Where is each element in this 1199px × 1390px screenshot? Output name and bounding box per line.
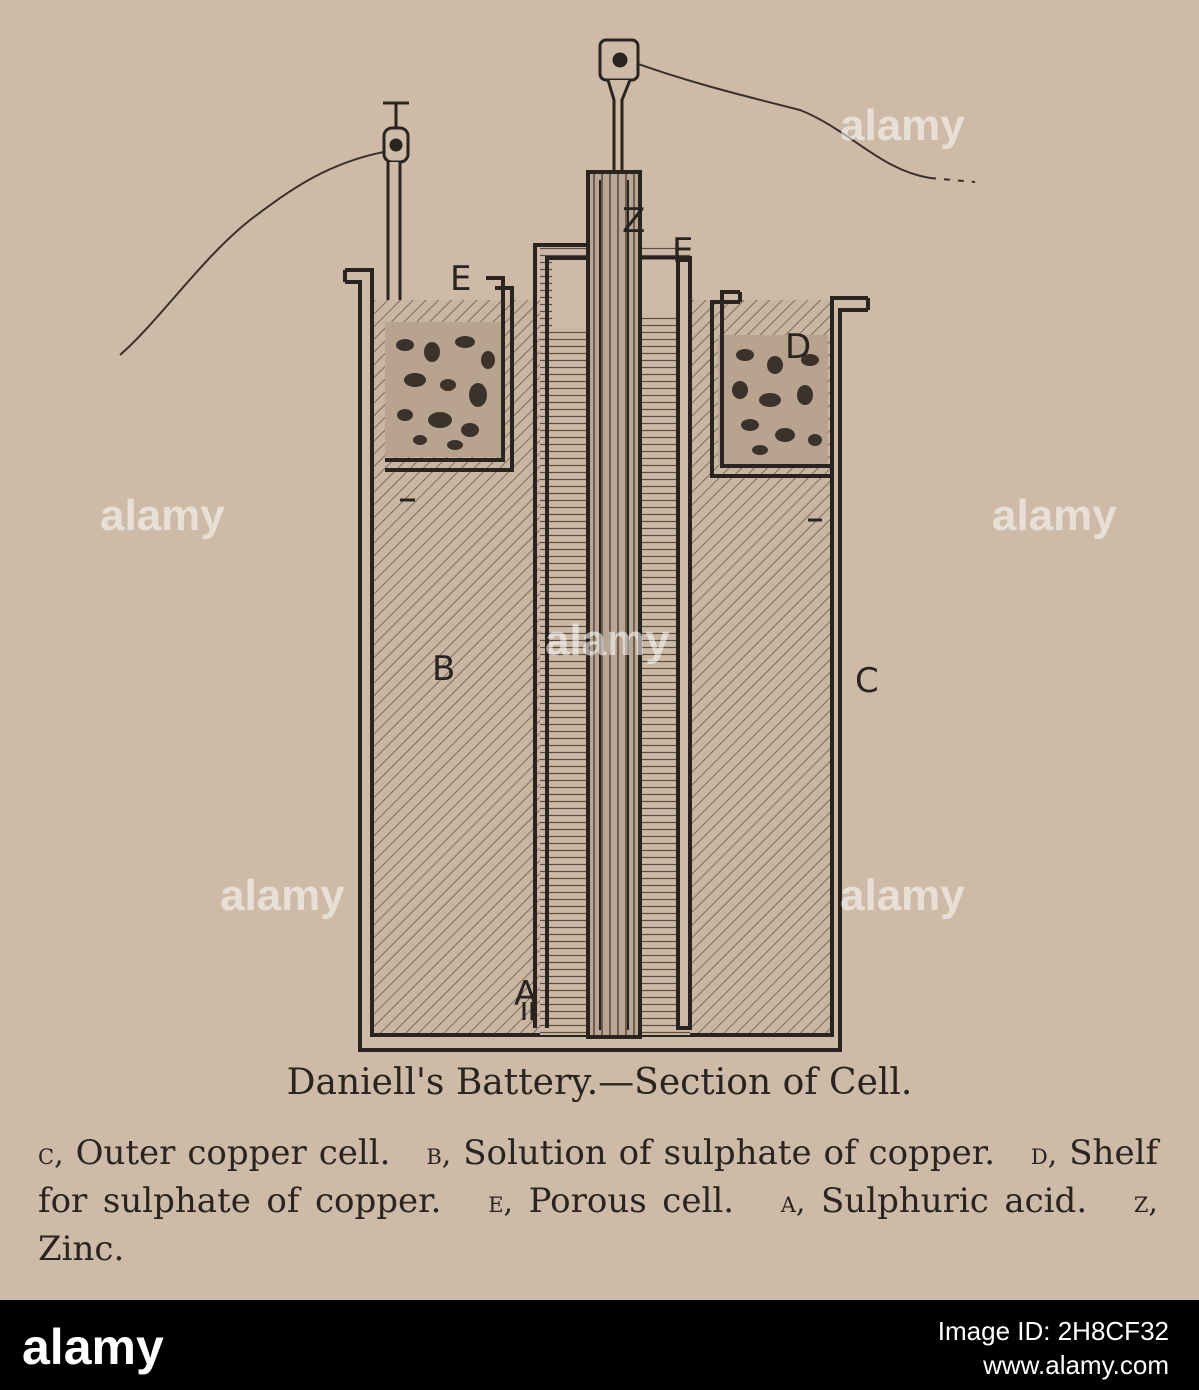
label-c: C [855,661,879,701]
legend-key: b, [426,1137,452,1172]
label-b: B [432,649,455,689]
watermark-text: alamy [220,871,345,920]
engraving-plate: E Z E D B C A alamy alamy alamy alamy al… [38,38,1159,1272]
stock-url[interactable]: www.alamy.com [983,1350,1169,1380]
stock-footer: alamy Image ID: 2H8CF32 www.alamy.com [0,1300,1199,1390]
watermark-text: alamy [992,491,1117,540]
daniell-cell-diagram: E Z E D B C A alamy alamy alamy alamy al… [100,38,1117,1052]
legend-key: c, [38,1137,64,1172]
legend-key: d, [1030,1137,1058,1172]
image-id: Image ID: 2H8CF32 [937,1316,1169,1346]
watermark-text: alamy [100,491,225,540]
caption-title: Daniell's Battery.—Section of Cell. [286,1062,913,1103]
legend-text: Outer copper cell. [75,1133,391,1173]
left-terminal [382,101,410,327]
legend-text: Solution of sulphate of copper. [463,1133,996,1173]
legend-text: Zinc. [38,1229,125,1269]
label-a: A [514,974,537,1014]
zinc-terminal [598,38,640,174]
watermark-layer: alamy alamy alamy alamy alamy alamy [100,101,1117,920]
left-shelf [385,276,514,502]
label-e-left: E [450,259,471,299]
legend-key: a, [780,1185,806,1220]
label-d: D [785,327,811,367]
watermark-text: alamy [545,616,670,665]
right-wire [621,57,931,179]
watermark-text: alamy [840,871,965,920]
legend-text: Sulphuric acid. [821,1181,1088,1221]
left-wire [119,149,396,356]
legend-text: Shelf for sulphate of copper. [38,1133,1159,1221]
legend-key: e, [488,1185,514,1220]
zinc-rod [586,170,642,1039]
caption-legend: c, Outer copper cell. b, Solution of sul… [38,1130,1158,1272]
label-z: Z [622,201,645,241]
stock-logo[interactable]: alamy [22,1319,164,1375]
legend-key: z, [1133,1185,1158,1220]
watermark-text: alamy [840,101,965,150]
right-shelf [710,290,830,522]
label-e-right: E [672,231,693,271]
legend-text: Porous cell. [528,1181,734,1221]
